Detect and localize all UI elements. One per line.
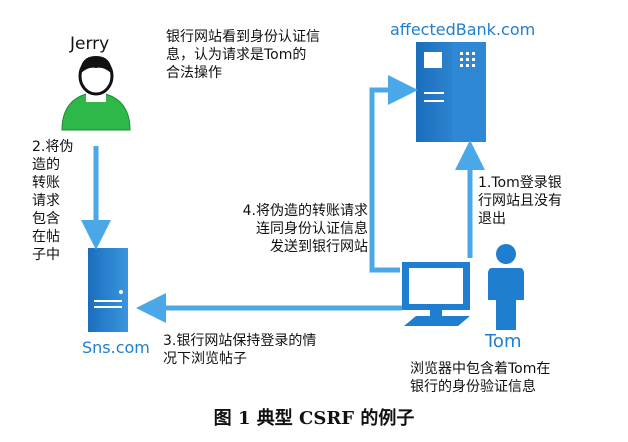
- step1-label: 1.Tom登录银 行网站且没有 退出: [478, 175, 562, 227]
- step3-label: 3.银行网站保持登录的情 况下浏览帖子: [163, 333, 317, 367]
- browser-note: 浏览器中包含着Tom在 银行的身份验证信息: [410, 361, 551, 395]
- tom-label: Tom: [485, 331, 522, 352]
- arrow-step4: [369, 75, 418, 273]
- sns-label: Sns.com: [82, 338, 150, 357]
- sns-server-icon: [88, 248, 128, 332]
- figure-caption: 图 1 典型 CSRF 的例子: [213, 408, 415, 429]
- bank-server-icon: [416, 42, 486, 142]
- bank-note: 银行网站看到身份认证信 息，认为请求是Tom的 合法操作: [166, 29, 320, 81]
- computer-icon: [402, 262, 470, 326]
- step4-label: 4.将伪造的转账请求 连同身份认证信息 发送到银行网站: [242, 203, 368, 255]
- jerry-person-icon: [61, 56, 131, 131]
- jerry-label: Jerry: [70, 34, 110, 54]
- bank-label: affectedBank.com: [390, 20, 536, 39]
- step2-label: 2.将伪 造的 转账 请求 包含 在帖 子中: [32, 139, 74, 263]
- tom-person-icon: [488, 244, 524, 330]
